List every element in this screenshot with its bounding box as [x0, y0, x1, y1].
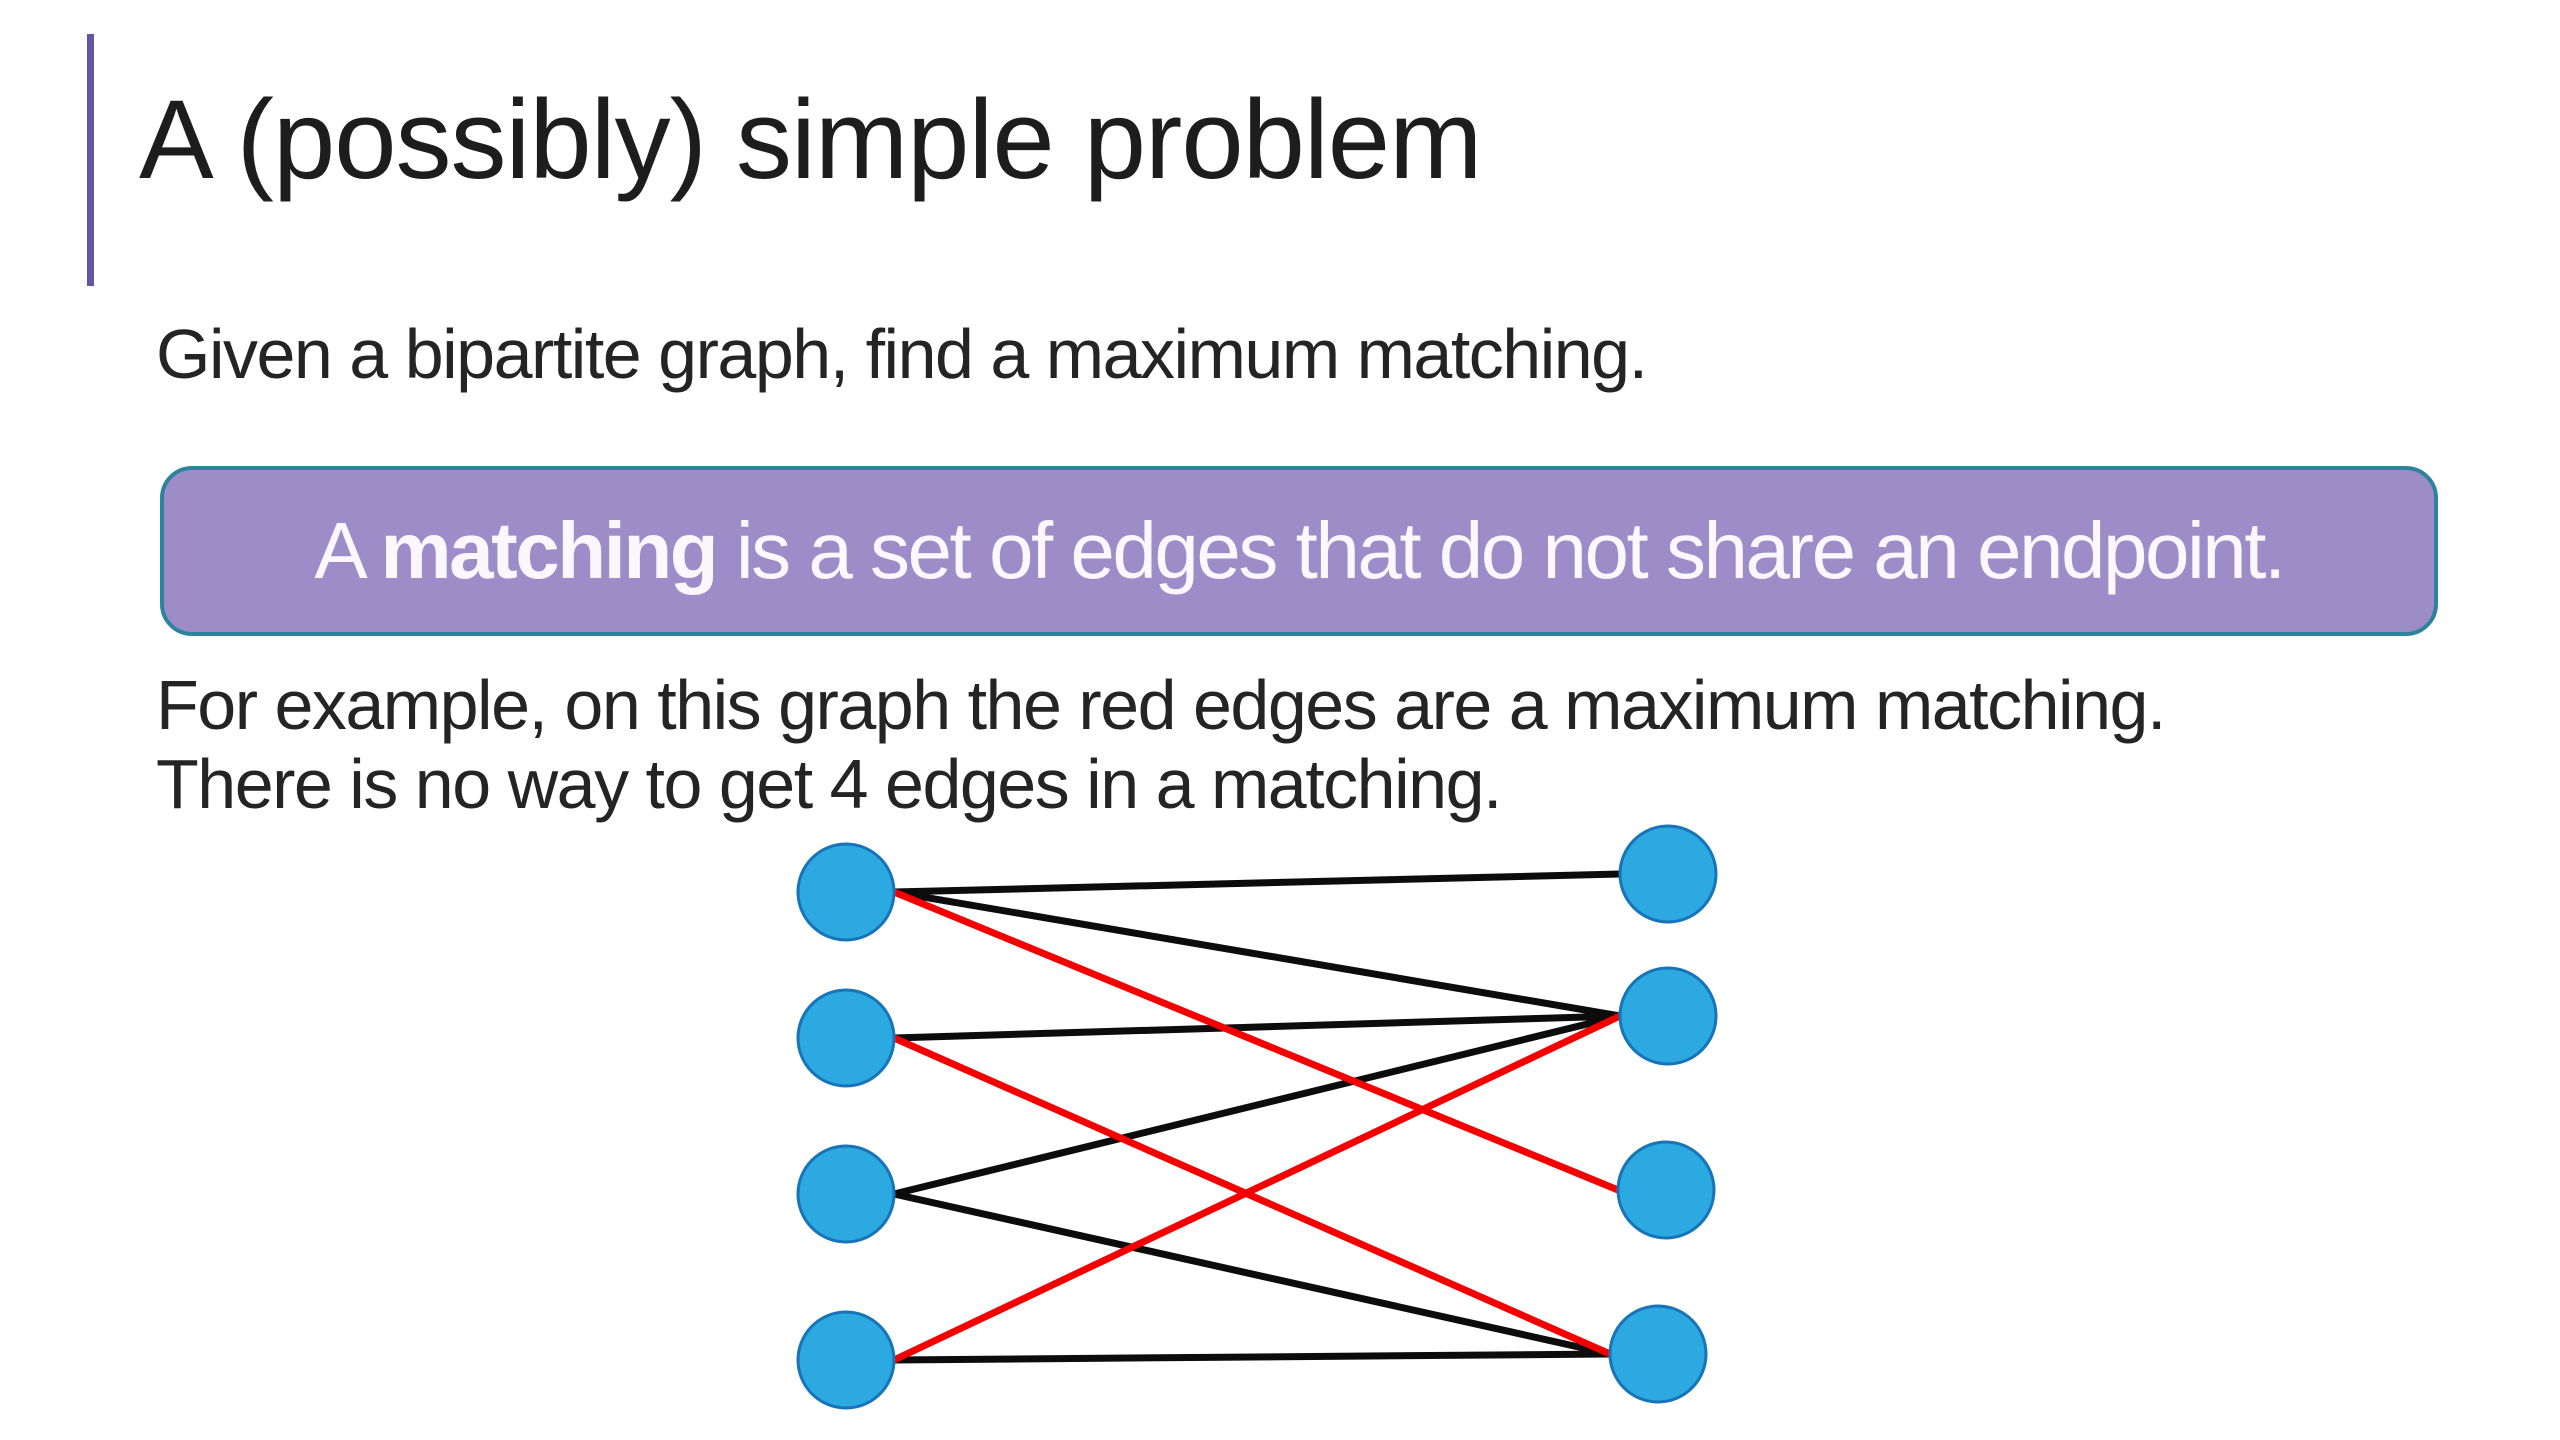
graph-node-L4	[796, 1310, 896, 1410]
graph-edge-L4-R4-black	[893, 1350, 1611, 1364]
definition-text: A matching is a set of edges that do not…	[314, 505, 2286, 597]
graph-node-R4	[1608, 1304, 1708, 1404]
example-line-1: For example, on this graph the red edges…	[156, 666, 2166, 744]
graph-edge-L3-R2-black	[893, 1012, 1621, 1198]
definition-suffix: is a set of edges that do not share an e…	[716, 506, 2286, 595]
graph-edge-L3-R4-black	[893, 1190, 1611, 1358]
slide-title: A (possibly) simple problem	[139, 77, 1482, 202]
graph-edge-L1-R3-red	[892, 888, 1620, 1194]
graph-node-R3	[1616, 1140, 1716, 1240]
graph-edge-L1-R1-black	[893, 870, 1621, 896]
definition-term: matching	[380, 506, 719, 595]
graph-edge-L1-R2-black	[893, 888, 1621, 1020]
definition-box: A matching is a set of edges that do not…	[160, 466, 2438, 636]
graph-edge-L2-R4-red	[892, 1034, 1612, 1358]
graph-edge-L4-R2-red	[892, 1012, 1622, 1364]
example-line-2: There is no way to get 4 edges in a matc…	[156, 745, 1502, 823]
graph-node-R1	[1618, 824, 1718, 924]
title-accent-bar	[87, 34, 94, 286]
graph-node-L3	[796, 1144, 896, 1244]
definition-prefix: A	[314, 506, 381, 595]
graph-node-L2	[796, 988, 896, 1088]
graph-edge-L2-R2-black	[893, 1012, 1621, 1042]
intro-text: Given a bipartite graph, find a maximum …	[156, 315, 1648, 393]
graph-node-R2	[1618, 966, 1718, 1066]
example-text: For example, on this graph the red edges…	[156, 666, 2166, 824]
graph-node-L1	[796, 842, 896, 942]
